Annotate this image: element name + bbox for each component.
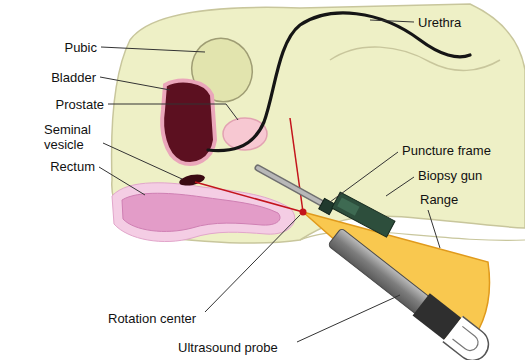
part-label: Rectum bbox=[50, 159, 95, 174]
part-label: Ultrasound probe bbox=[178, 340, 278, 355]
part-label: Seminal vesicle bbox=[44, 122, 100, 152]
bladder bbox=[162, 81, 215, 164]
biopsy-needle bbox=[258, 168, 325, 205]
leader-line bbox=[386, 177, 414, 196]
leader-line bbox=[370, 20, 414, 22]
leader-line bbox=[428, 210, 440, 248]
part-label: Range bbox=[420, 192, 458, 207]
leader-line bbox=[103, 143, 182, 179]
part-label: Biopsy gun bbox=[418, 168, 482, 183]
part-label: Prostate bbox=[56, 97, 104, 112]
biopsy-needle bbox=[258, 168, 325, 205]
part-label: Rotation center bbox=[108, 311, 196, 326]
leader-line bbox=[297, 295, 400, 342]
leader-line bbox=[205, 215, 300, 312]
leader-line bbox=[101, 47, 205, 52]
body-tissue bbox=[112, 4, 525, 243]
seminal-vesicle bbox=[178, 172, 206, 187]
leader-line bbox=[108, 104, 238, 120]
part-label: Urethra bbox=[418, 15, 461, 30]
part-label: Bladder bbox=[51, 70, 96, 85]
leader-line bbox=[99, 167, 145, 195]
part-label: Puncture frame bbox=[402, 143, 491, 158]
leader-line bbox=[100, 77, 170, 90]
penis-outline bbox=[330, 47, 500, 70]
urethra bbox=[208, 13, 470, 151]
ultrasound-probe bbox=[325, 224, 495, 360]
puncture-line bbox=[290, 118, 303, 212]
leader-lines bbox=[99, 20, 440, 342]
part-label: Pubic bbox=[64, 40, 97, 55]
rotation-center bbox=[300, 209, 307, 216]
